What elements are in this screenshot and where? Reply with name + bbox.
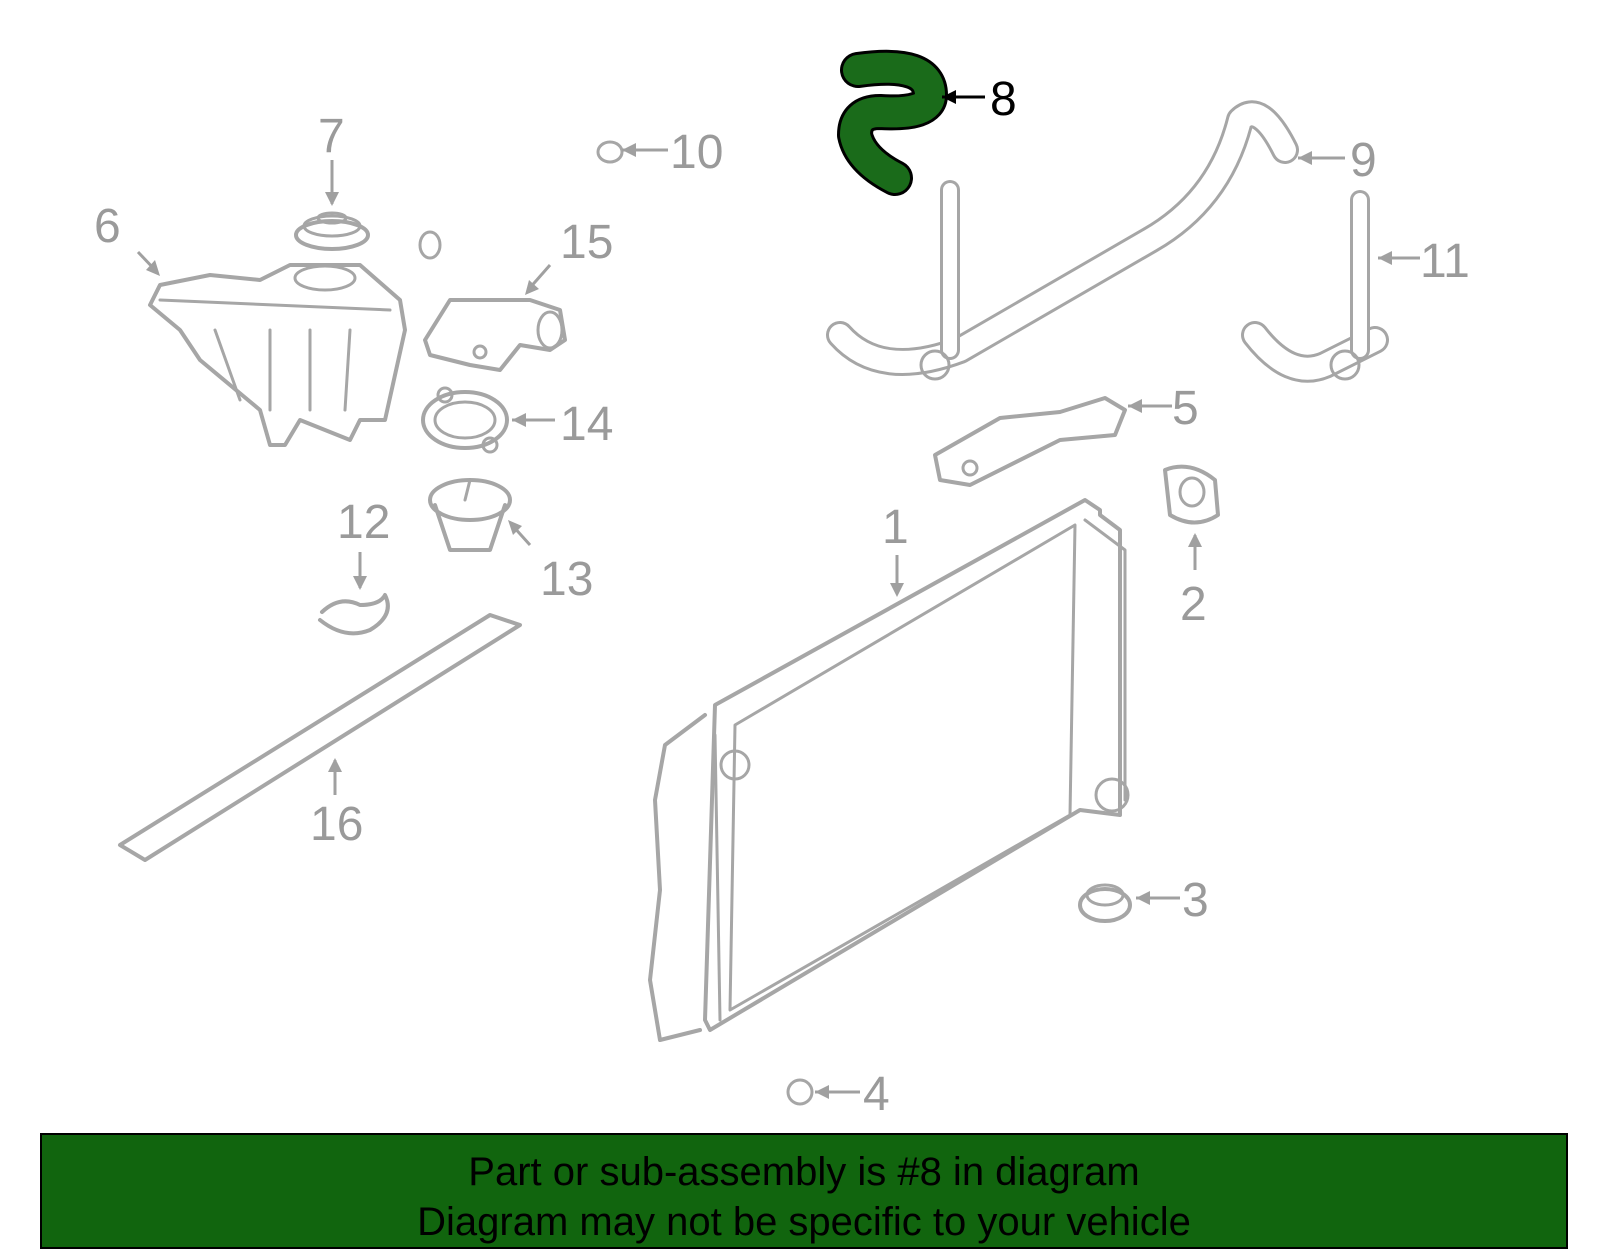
- callout-2: 2: [1180, 578, 1207, 631]
- callout-7: 7: [318, 110, 345, 163]
- part-13-thermostat[interactable]: [428, 478, 512, 552]
- banner-line-2: Diagram may not be specific to your vehi…: [417, 1200, 1191, 1244]
- part-5-bracket[interactable]: [933, 396, 1127, 487]
- callout-9: 9: [1350, 134, 1377, 187]
- part-2-insulator[interactable]: [1163, 464, 1220, 525]
- part-1-radiator[interactable]: [648, 498, 1130, 1042]
- callout-10: 10: [670, 126, 723, 179]
- callout-6: 6: [94, 200, 121, 253]
- part-14-gasket[interactable]: [421, 386, 509, 454]
- part-7-cap[interactable]: [294, 211, 370, 251]
- banner-line-1: Part or sub-assembly is #8 in diagram: [468, 1150, 1140, 1194]
- part-11-hose[interactable]: [1241, 190, 1389, 383]
- callout-14: 14: [560, 398, 613, 451]
- callout-13: 13: [540, 553, 593, 606]
- part-10-hose[interactable]: [418, 98, 624, 260]
- callout-3: 3: [1182, 874, 1209, 927]
- part-12-hose[interactable]: [318, 593, 390, 636]
- callout-5: 5: [1172, 382, 1199, 435]
- part-4-bolt[interactable]: [737, 1042, 814, 1106]
- callout-1: 1: [882, 501, 909, 554]
- part-8-hose[interactable]: [837, 49, 948, 196]
- callout-15: 15: [560, 216, 613, 269]
- callout-16: 16: [310, 798, 363, 851]
- part-15-housing[interactable]: [423, 298, 567, 372]
- part-6-reservoir[interactable]: [148, 263, 407, 447]
- info-banner: Part or sub-assembly is #8 in diagram Di…: [40, 1133, 1568, 1249]
- part-16-seal[interactable]: [118, 613, 522, 862]
- callout-12: 12: [337, 496, 390, 549]
- callout-4: 4: [863, 1068, 890, 1121]
- callout-8: 8: [990, 73, 1017, 126]
- part-3-grommet[interactable]: [1078, 883, 1132, 923]
- part-9-hose[interactable]: [826, 100, 1299, 381]
- callout-11: 11: [1420, 235, 1470, 288]
